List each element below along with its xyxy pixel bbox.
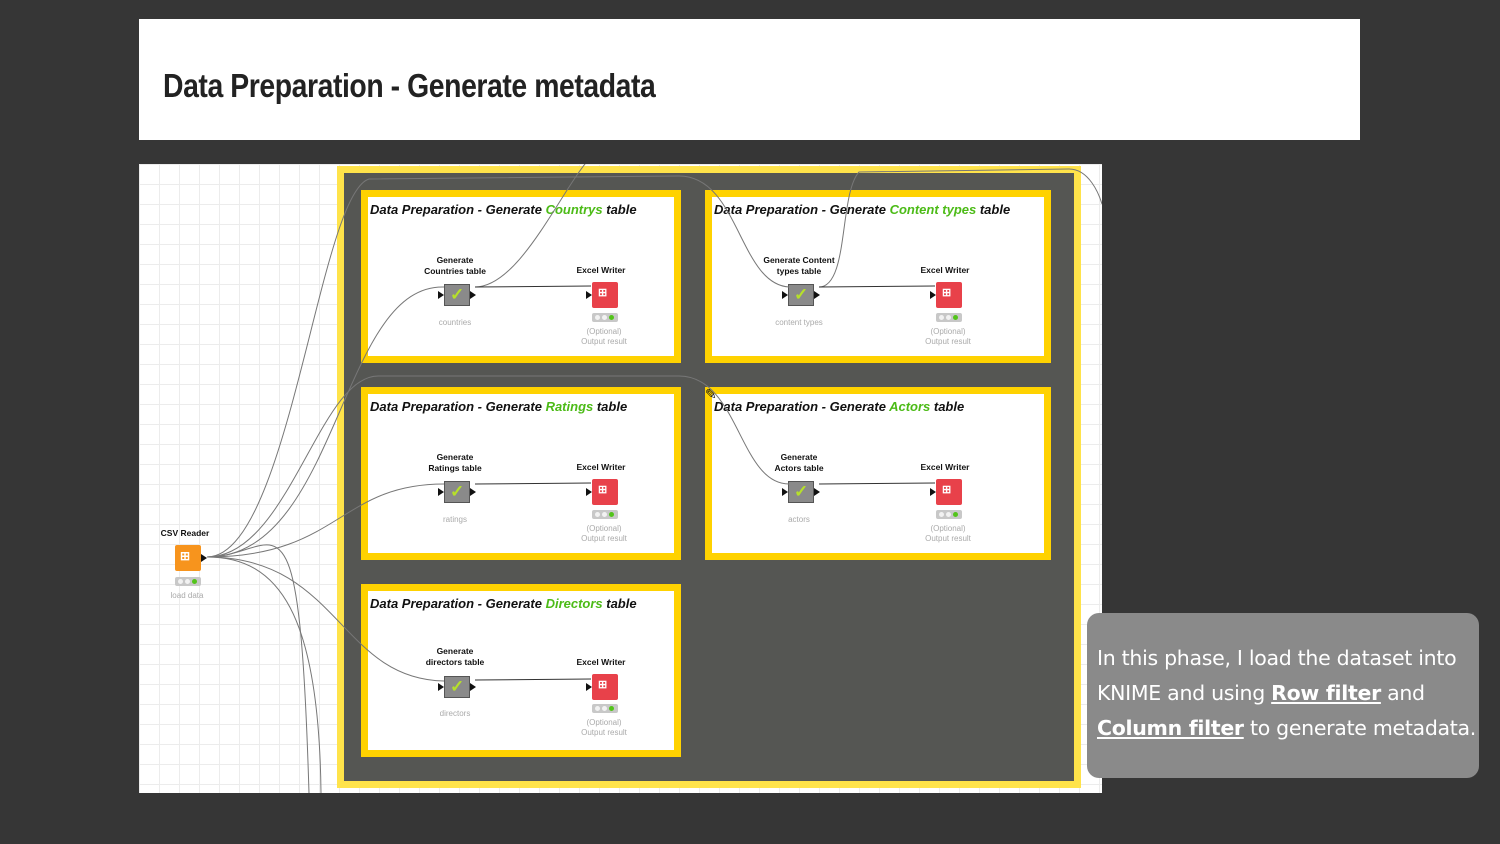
- title-highlight: Ratings: [545, 399, 594, 414]
- generate-node[interactable]: ✓: [788, 481, 814, 503]
- excel-writer-label: Excel Writer: [576, 462, 626, 472]
- node-status-indicator: [936, 313, 962, 322]
- excel-writer-icon: ⊞: [598, 679, 608, 691]
- excel-writer-sub: (Optional)Output result: [925, 327, 971, 346]
- excel-writer-sub: (Optional)Output result: [581, 327, 627, 346]
- component-ratings[interactable]: Data Preparation - Generate Ratings tabl…: [361, 387, 681, 560]
- excel-writer-icon: ⊞: [598, 484, 608, 496]
- generate-node[interactable]: ✓: [788, 284, 814, 306]
- node-status-indicator: [592, 510, 618, 519]
- slide-title: Data Preparation - Generate metadata: [163, 67, 656, 104]
- node-status-indicator: [936, 510, 962, 519]
- component-actors[interactable]: Data Preparation - Generate Actors table…: [705, 387, 1051, 560]
- title-highlight: Actors: [889, 399, 931, 414]
- title-highlight: Content types: [889, 202, 977, 217]
- component-countrys[interactable]: Data Preparation - Generate Countrys tab…: [361, 190, 681, 363]
- check-icon: ✓: [450, 482, 465, 501]
- excel-writer-node[interactable]: ⊞: [592, 674, 618, 700]
- excel-writer-icon: ⊞: [942, 484, 952, 496]
- title-highlight: Countrys: [545, 202, 603, 217]
- connection-lines: [206, 164, 1102, 793]
- node-status-indicator: [592, 704, 618, 713]
- slide-title-box: Data Preparation - Generate metadata: [139, 19, 1360, 140]
- description-note: In this phase, I load the dataset into K…: [1087, 613, 1479, 778]
- csv-reader-icon: ⊞: [180, 549, 191, 563]
- component-directors[interactable]: Data Preparation - Generate Directors ta…: [361, 584, 681, 757]
- component-title: Data Preparation - Generate Actors table: [714, 399, 965, 414]
- edit-pencil-icon[interactable]: ✎: [705, 386, 717, 402]
- generate-node-sub: content types: [775, 318, 823, 327]
- check-icon: ✓: [794, 482, 809, 501]
- excel-writer-label: Excel Writer: [920, 265, 970, 275]
- csv-reader-sub: load data: [170, 591, 204, 600]
- excel-writer-node[interactable]: ⊞: [936, 479, 962, 505]
- excel-writer-label: Excel Writer: [920, 462, 970, 472]
- node-status-indicator: [592, 313, 618, 322]
- component-title: Data Preparation - Generate Ratings tabl…: [370, 399, 628, 414]
- component-content-types[interactable]: Data Preparation - Generate Content type…: [705, 190, 1051, 363]
- generate-node-sub: ratings: [442, 515, 467, 524]
- generate-node-sub: countries: [438, 318, 472, 327]
- node-status-indicator: [175, 577, 201, 586]
- generate-node[interactable]: ✓: [444, 284, 470, 306]
- workflow-canvas[interactable]: Data Preparation - Generate Countrys tab…: [139, 164, 1102, 793]
- excel-writer-label: Excel Writer: [576, 265, 626, 275]
- generate-node-sub: directors: [439, 709, 471, 718]
- component-title: Data Preparation - Generate Content type…: [714, 202, 1011, 217]
- excel-writer-node[interactable]: ⊞: [936, 282, 962, 308]
- column-filter-link[interactable]: Column filter: [1097, 716, 1244, 740]
- check-icon: ✓: [450, 285, 465, 304]
- generate-node[interactable]: ✓: [444, 481, 470, 503]
- generate-node[interactable]: ✓: [444, 676, 470, 698]
- row-filter-link[interactable]: Row filter: [1271, 681, 1381, 705]
- csv-reader-node[interactable]: ⊞: [175, 545, 201, 571]
- excel-writer-node[interactable]: ⊞: [592, 479, 618, 505]
- component-title: Data Preparation - Generate Countrys tab…: [370, 202, 637, 217]
- excel-writer-sub: (Optional)Output result: [581, 524, 627, 543]
- component-title: Data Preparation - Generate Directors ta…: [370, 596, 637, 611]
- check-icon: ✓: [794, 285, 809, 304]
- generate-node-sub: actors: [788, 515, 810, 524]
- excel-writer-sub: (Optional)Output result: [581, 718, 627, 737]
- excel-writer-label: Excel Writer: [576, 657, 626, 667]
- excel-writer-node[interactable]: ⊞: [592, 282, 618, 308]
- csv-reader-label: CSV Reader: [160, 528, 210, 538]
- check-icon: ✓: [450, 677, 465, 696]
- description-text: In this phase, I load the dataset into K…: [1097, 646, 1477, 740]
- title-highlight: Directors: [545, 596, 603, 611]
- excel-writer-icon: ⊞: [598, 287, 608, 299]
- excel-writer-icon: ⊞: [942, 287, 952, 299]
- excel-writer-sub: (Optional)Output result: [925, 524, 971, 543]
